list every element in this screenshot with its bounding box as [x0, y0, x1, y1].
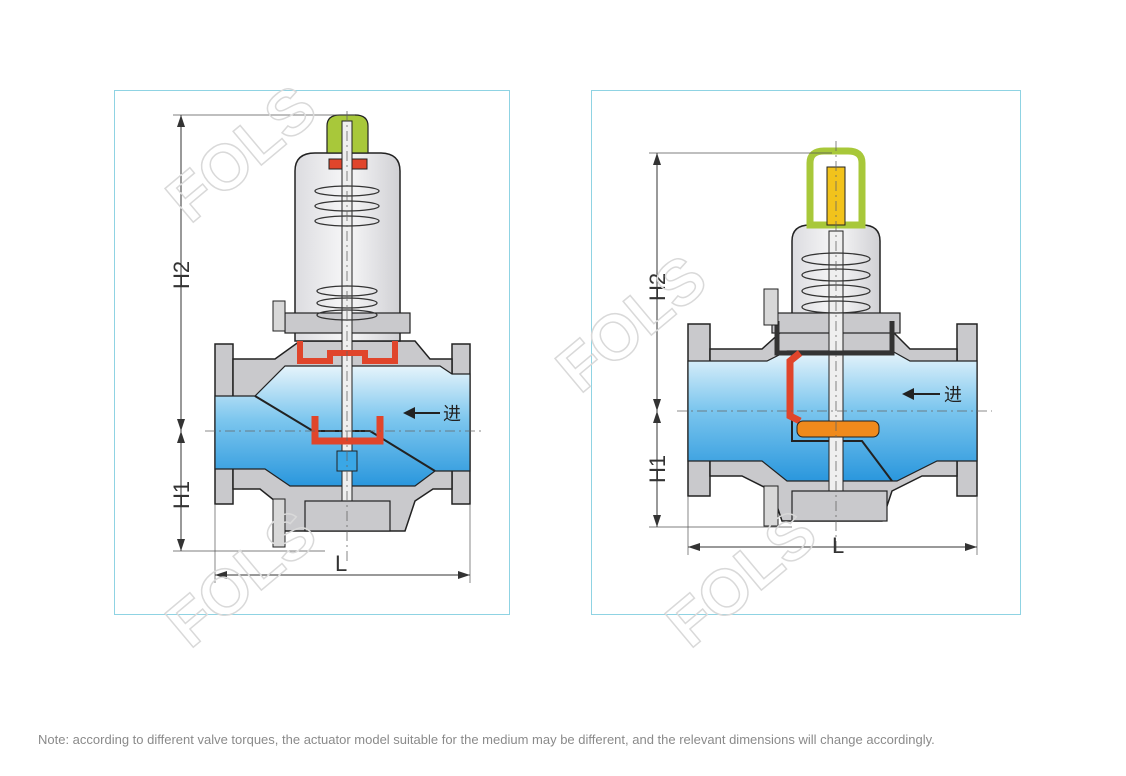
valve-drawing-left: H2 H1 L 进 — [114, 90, 510, 615]
label-h2: H2 — [645, 273, 670, 301]
label-l: L — [832, 533, 844, 558]
label-l: L — [335, 551, 347, 576]
label-h1: H1 — [169, 481, 194, 509]
valve-right-svg: H2 H1 L 进 — [645, 141, 992, 558]
diaphragm-housing — [774, 321, 895, 356]
label-h1: H1 — [645, 455, 670, 483]
partition — [791, 401, 893, 482]
bottom-cap — [791, 490, 888, 522]
valve-left-svg: H2 H1 L 进 — [169, 111, 485, 583]
footnote: Note: according to different valve torqu… — [38, 732, 935, 747]
valve-disc — [796, 420, 880, 438]
piston-seal — [297, 341, 398, 364]
piston-seal — [786, 350, 803, 425]
bolt-lower — [272, 498, 286, 548]
adjusting-cap — [806, 147, 866, 229]
label-inlet: 进 — [443, 404, 461, 425]
bottom-cap — [304, 500, 391, 532]
label-inlet: 进 — [944, 385, 962, 406]
label-h2: H2 — [169, 261, 194, 289]
bolt-upper — [272, 300, 286, 332]
valve-drawing-right: H2 H1 L 进 — [591, 90, 1021, 615]
valve-disc — [311, 416, 384, 445]
bolt-upper — [763, 288, 779, 326]
bolt-lower — [763, 485, 779, 527]
